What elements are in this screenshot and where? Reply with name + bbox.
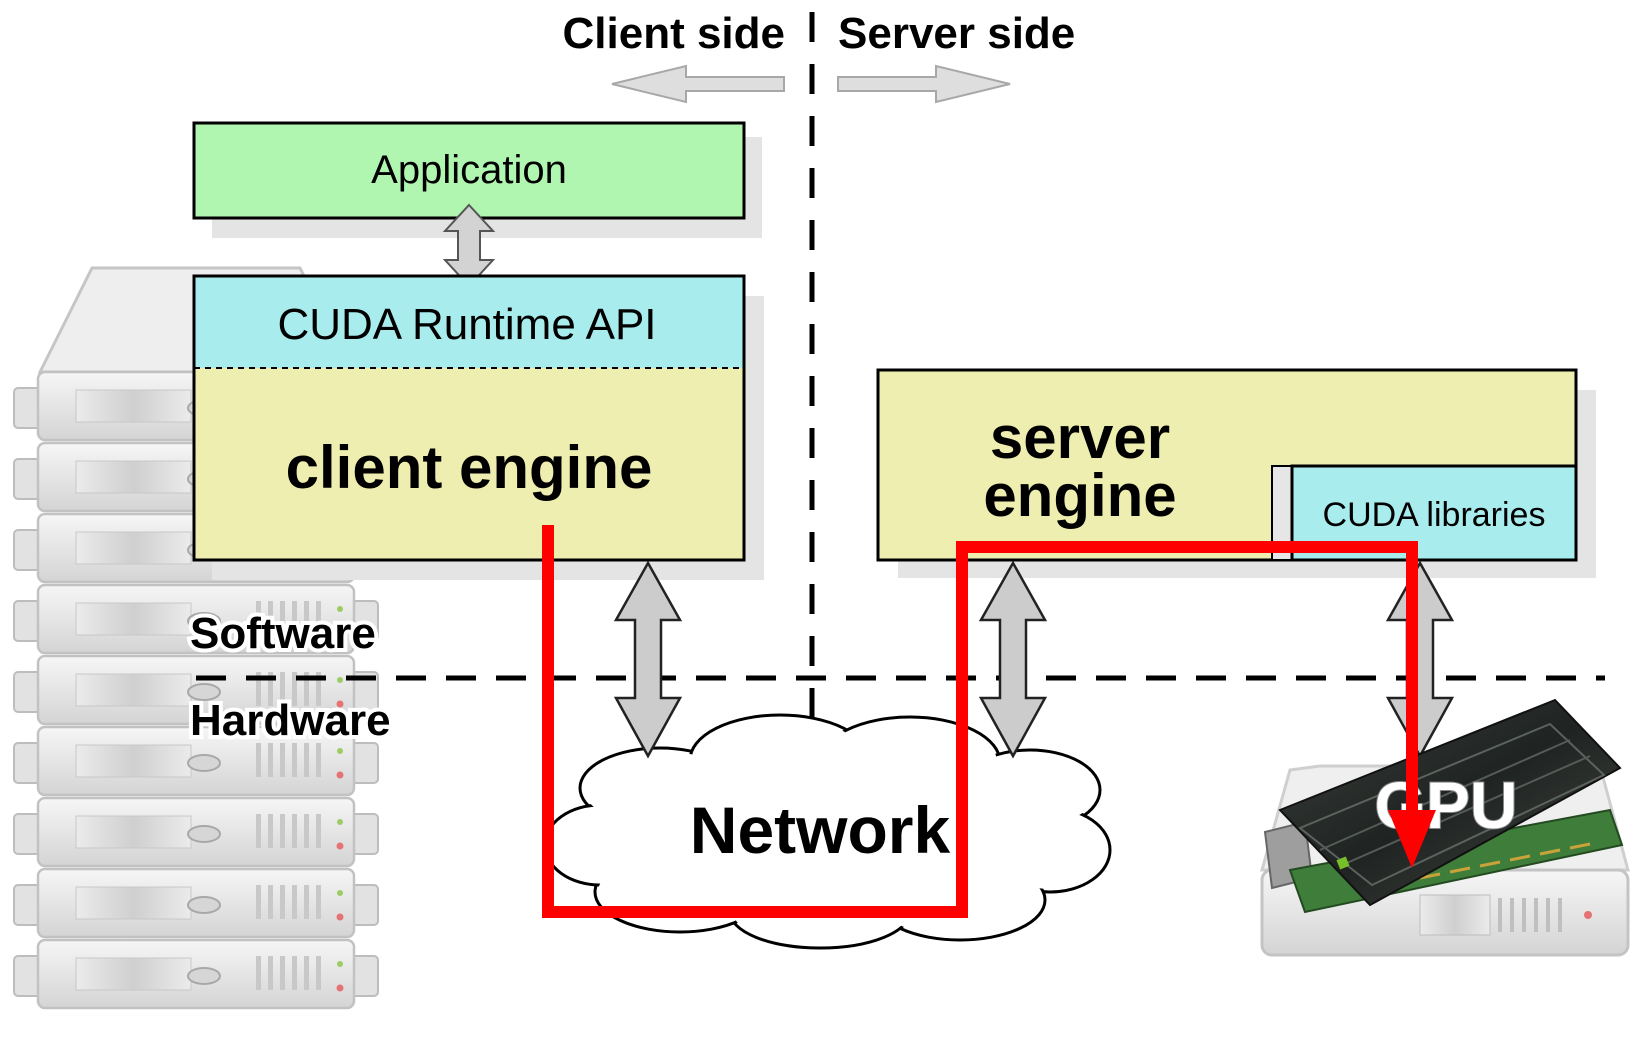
server-engine-label-line2: engine <box>983 462 1176 529</box>
application-label: Application <box>371 148 567 192</box>
rack-unit <box>13 583 379 655</box>
rack-unit <box>13 938 379 1010</box>
libraries-gpu-arrow <box>1385 560 1455 759</box>
server-side-label: Server side <box>838 9 1075 58</box>
application-box: Application <box>192 121 746 220</box>
software-label: Software <box>190 609 376 658</box>
server-side-arrow <box>837 64 1011 104</box>
hardware-label: Hardware <box>190 696 391 745</box>
client-engine-label: client engine <box>286 434 653 501</box>
client-side-label: Client side <box>563 9 786 58</box>
client-engine-box: CUDA Runtime API client engine <box>192 274 746 562</box>
client-side-arrow <box>611 64 785 104</box>
gpu-card-icon: GPU <box>1263 698 1624 914</box>
cuda-libraries-label: CUDA libraries <box>1323 496 1546 534</box>
client-network-arrow <box>613 560 683 759</box>
server-engine-label-line1: server <box>990 404 1170 471</box>
rack-unit <box>13 725 379 797</box>
rack-unit <box>13 654 379 726</box>
network-label: Network <box>690 793 951 867</box>
server-network-arrow <box>978 560 1048 759</box>
cuda-runtime-api-label: CUDA Runtime API <box>277 300 656 349</box>
gpu-label: GPU <box>1374 768 1517 842</box>
rack-unit <box>13 796 379 868</box>
rack-unit <box>13 867 379 939</box>
data-path-arrowhead <box>1388 810 1436 868</box>
data-path-line <box>542 525 1418 918</box>
